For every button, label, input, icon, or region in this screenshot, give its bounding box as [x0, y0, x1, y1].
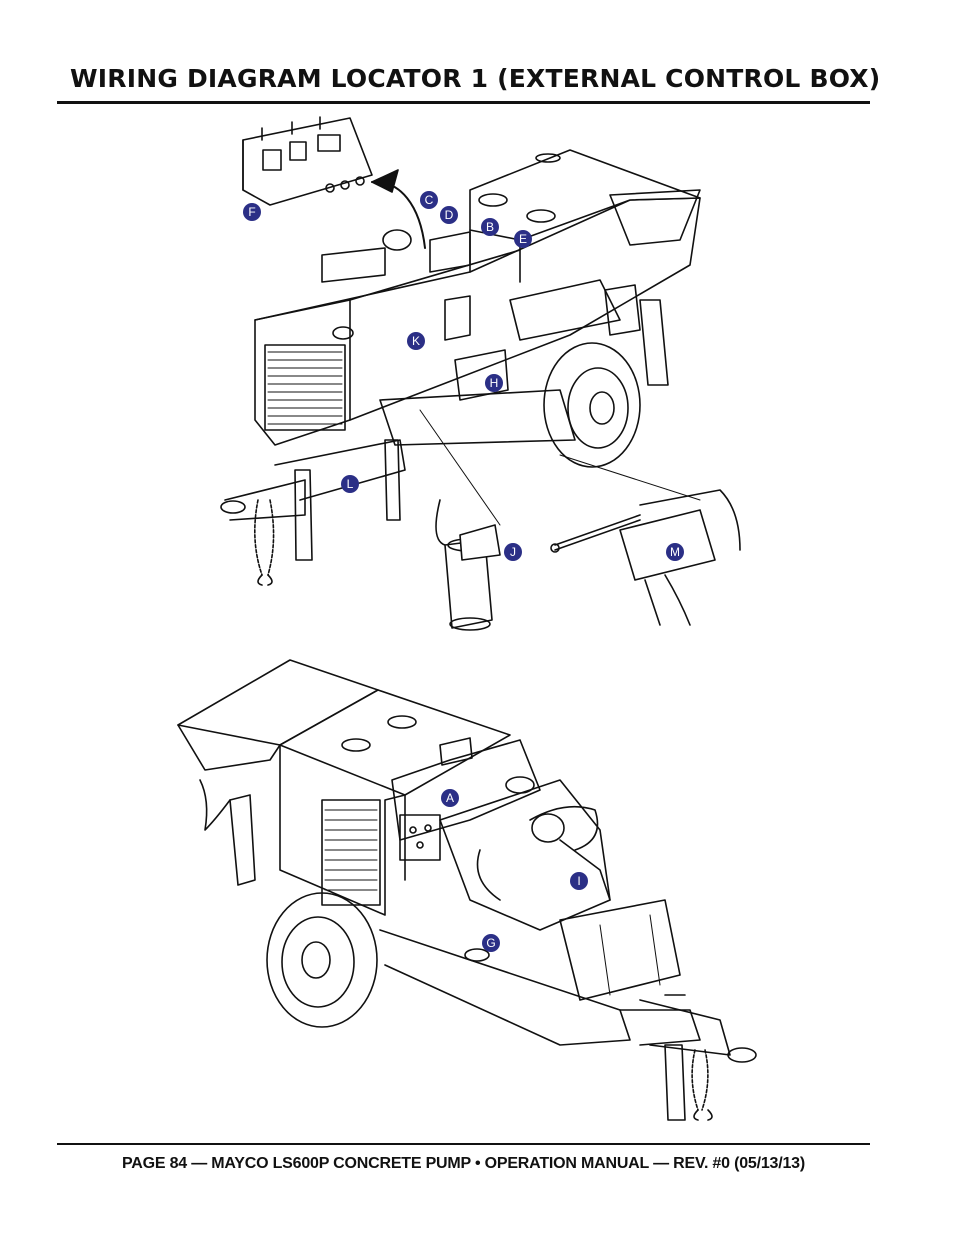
svg-text:H: H	[490, 376, 499, 390]
callout-e: E	[514, 230, 532, 248]
callout-markers: F C D B E K H L J M A I G	[243, 191, 684, 952]
svg-text:A: A	[446, 791, 454, 805]
callout-c: C	[420, 191, 438, 209]
svg-text:J: J	[510, 545, 516, 559]
callout-i: I	[570, 872, 588, 890]
callout-a: A	[441, 789, 459, 807]
page-title: WIRING DIAGRAM LOCATOR 1 (EXTERNAL CONTR…	[70, 64, 881, 93]
callout-j: J	[504, 543, 522, 561]
callout-h: H	[485, 374, 503, 392]
callout-f: F	[243, 203, 261, 221]
footer-rule	[57, 1143, 870, 1145]
callout-b: B	[481, 218, 499, 236]
svg-text:D: D	[445, 208, 454, 222]
top-pump-drawing	[220, 116, 741, 631]
svg-text:M: M	[670, 545, 680, 559]
callout-l: L	[341, 475, 359, 493]
bottom-pump-drawing	[177, 659, 757, 1121]
callout-m: M	[666, 543, 684, 561]
svg-text:E: E	[519, 232, 527, 246]
callout-g: G	[482, 934, 500, 952]
svg-text:I: I	[577, 874, 580, 888]
page-footer: PAGE 84 — MAYCO LS600P CONCRETE PUMP • O…	[121, 1155, 806, 1172]
svg-text:L: L	[347, 477, 354, 491]
title-rule	[57, 101, 870, 104]
svg-text:G: G	[486, 936, 495, 950]
svg-text:B: B	[486, 220, 494, 234]
svg-text:K: K	[412, 334, 420, 348]
callout-k: K	[407, 332, 425, 350]
svg-text:F: F	[248, 205, 255, 219]
svg-text:C: C	[425, 193, 434, 207]
callout-d: D	[440, 206, 458, 224]
